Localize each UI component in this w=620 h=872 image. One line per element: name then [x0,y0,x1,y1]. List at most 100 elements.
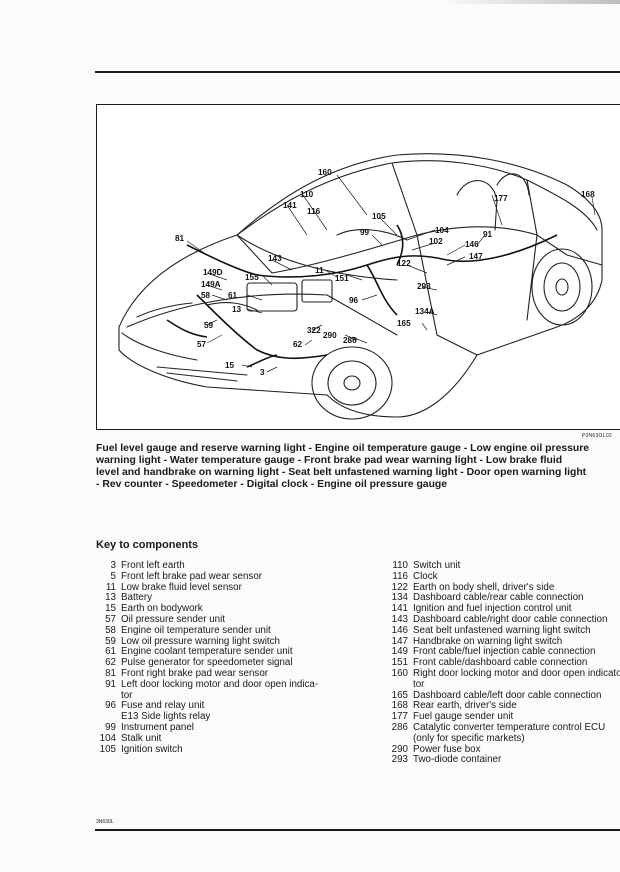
key-item-description: Rear earth, driver's side [413,700,517,712]
key-item-number: 99 [105,721,116,733]
key-item-number: 110 [392,560,408,571]
key-item: 59 Low oil pressure warning light switch [80,635,370,648]
key-item-description: Fuse and relay unit [121,700,205,712]
key-item-number: 147 [391,635,408,647]
key-item: 57 Oil pressure sender unit [80,613,370,626]
key-item-number: 168 [391,700,408,712]
key-item: 168 Rear earth, driver's side [372,701,620,712]
callout-label: 122 [397,259,411,268]
key-item-description: Front cable/dashboard cable connection [413,657,588,669]
callout-label: 13 [232,305,242,314]
key-item-number: 61 [105,646,116,658]
key-item-number: 143 [391,613,408,625]
key-item-number: 81 [105,667,116,679]
top-rule [95,71,620,73]
key-item-number: 91 [105,678,116,690]
key-item-number: 104 [99,732,116,744]
key-item-description: E13 Side lights relay [121,711,211,723]
key-item-number: 58 [105,624,116,636]
callout-label: 143 [268,254,282,263]
key-item-number: 57 [105,613,116,625]
callout-label: 286 [343,336,357,345]
key-item-number: 105 [99,743,116,755]
callout-label: 149D [203,268,223,277]
caption-line: Fuel level gauge and reserve warning lig… [96,443,590,454]
callout-label: 134A [415,307,435,316]
key-item-number: 62 [105,657,116,669]
key-item-description: Stalk unit [121,732,162,744]
callout-label: 149A [201,280,221,289]
key-item: 81 Front right brake pad wear sensor [80,667,370,680]
key-item-description: Instrument panel [121,721,194,733]
key-item-number: 149 [391,646,408,658]
key-item-description: Front left brake pad wear sensor [121,570,263,582]
callout-label: 59 [204,321,214,330]
callout-labels: 160 110 141 116 105 177 168 81 99 104 10… [175,168,595,377]
key-item-number [372,734,413,745]
wiring-diagram-figure: 160 110 141 116 105 177 168 81 99 104 10… [96,104,620,430]
callout-label: 160 [318,168,332,177]
key-item: 99 Instrument panel [80,721,370,734]
callout-label: 290 [323,331,337,340]
key-item-description: Oil pressure sender unit [121,613,226,625]
key-item-number: 134 [391,592,408,604]
key-item: 147 Handbrake on warning light switch [372,635,620,648]
key-item-description: tor [121,689,133,701]
callout-label: 141 [283,201,297,210]
callout-label: 165 [397,319,411,328]
callout-leaders [186,174,596,373]
callout-label: 3 [260,368,265,377]
key-item-description: Clock [413,570,438,582]
key-item: 62 Pulse generator for speedometer signal [80,657,370,669]
callout-label: 322 [307,326,321,335]
key-item-description: Front right brake pad wear sensor [121,667,269,679]
callout-label: 81 [175,234,185,243]
callout-label: 96 [349,296,359,305]
key-item-description: Handbrake on warning light switch [413,635,563,647]
key-item-description: Seat belt unfastened warning light switc… [413,624,591,636]
key-item-number: 59 [105,635,116,647]
key-item-description: Front cable/fuel injection cable connect… [413,646,596,658]
key-item: 149 Front cable/fuel injection cable conn… [372,647,620,658]
key-item-description: Ignition and fuel injection control unit [413,603,572,615]
key-item-description: Pulse generator for speedometer signal [121,657,293,669]
key-item-description: Right door locking motor and door open i… [413,667,620,679]
key-item-description: Low brake fluid level sensor [121,581,242,593]
key-item-number: 122 [391,581,408,593]
caption-line: level and handbrake on warning light - S… [96,467,587,478]
key-item-description: Two-diode container [413,754,502,766]
callout-label: 105 [372,212,386,221]
key-item-description: Low oil pressure warning light switch [121,635,280,647]
caption-line: warning light - Water temperature gauge … [96,455,563,466]
callout-label: 151 [335,274,349,283]
callout-label: 177 [494,194,508,203]
key-item: E13 Side lights relay [80,711,370,723]
key-item: (only for specific markets) [372,733,620,745]
key-item-number: 177 [391,711,408,723]
key-item: 104 Stalk unit [80,732,370,745]
callout-label: 102 [429,237,443,246]
callout-label: 61 [228,291,238,300]
key-heading: Key to components [96,539,199,551]
caption-line: - Rev counter - Speedometer - Digital cl… [96,479,448,490]
key-item-description: Catalytic converter temperature control … [413,721,606,733]
callout-label: 110 [300,190,314,199]
key-item-number: 286 [391,721,408,733]
callout-label: 15 [225,361,235,370]
car-wiring-illustration: 160 110 141 116 105 177 168 81 99 104 10… [118,153,603,420]
key-item-number [372,680,413,691]
